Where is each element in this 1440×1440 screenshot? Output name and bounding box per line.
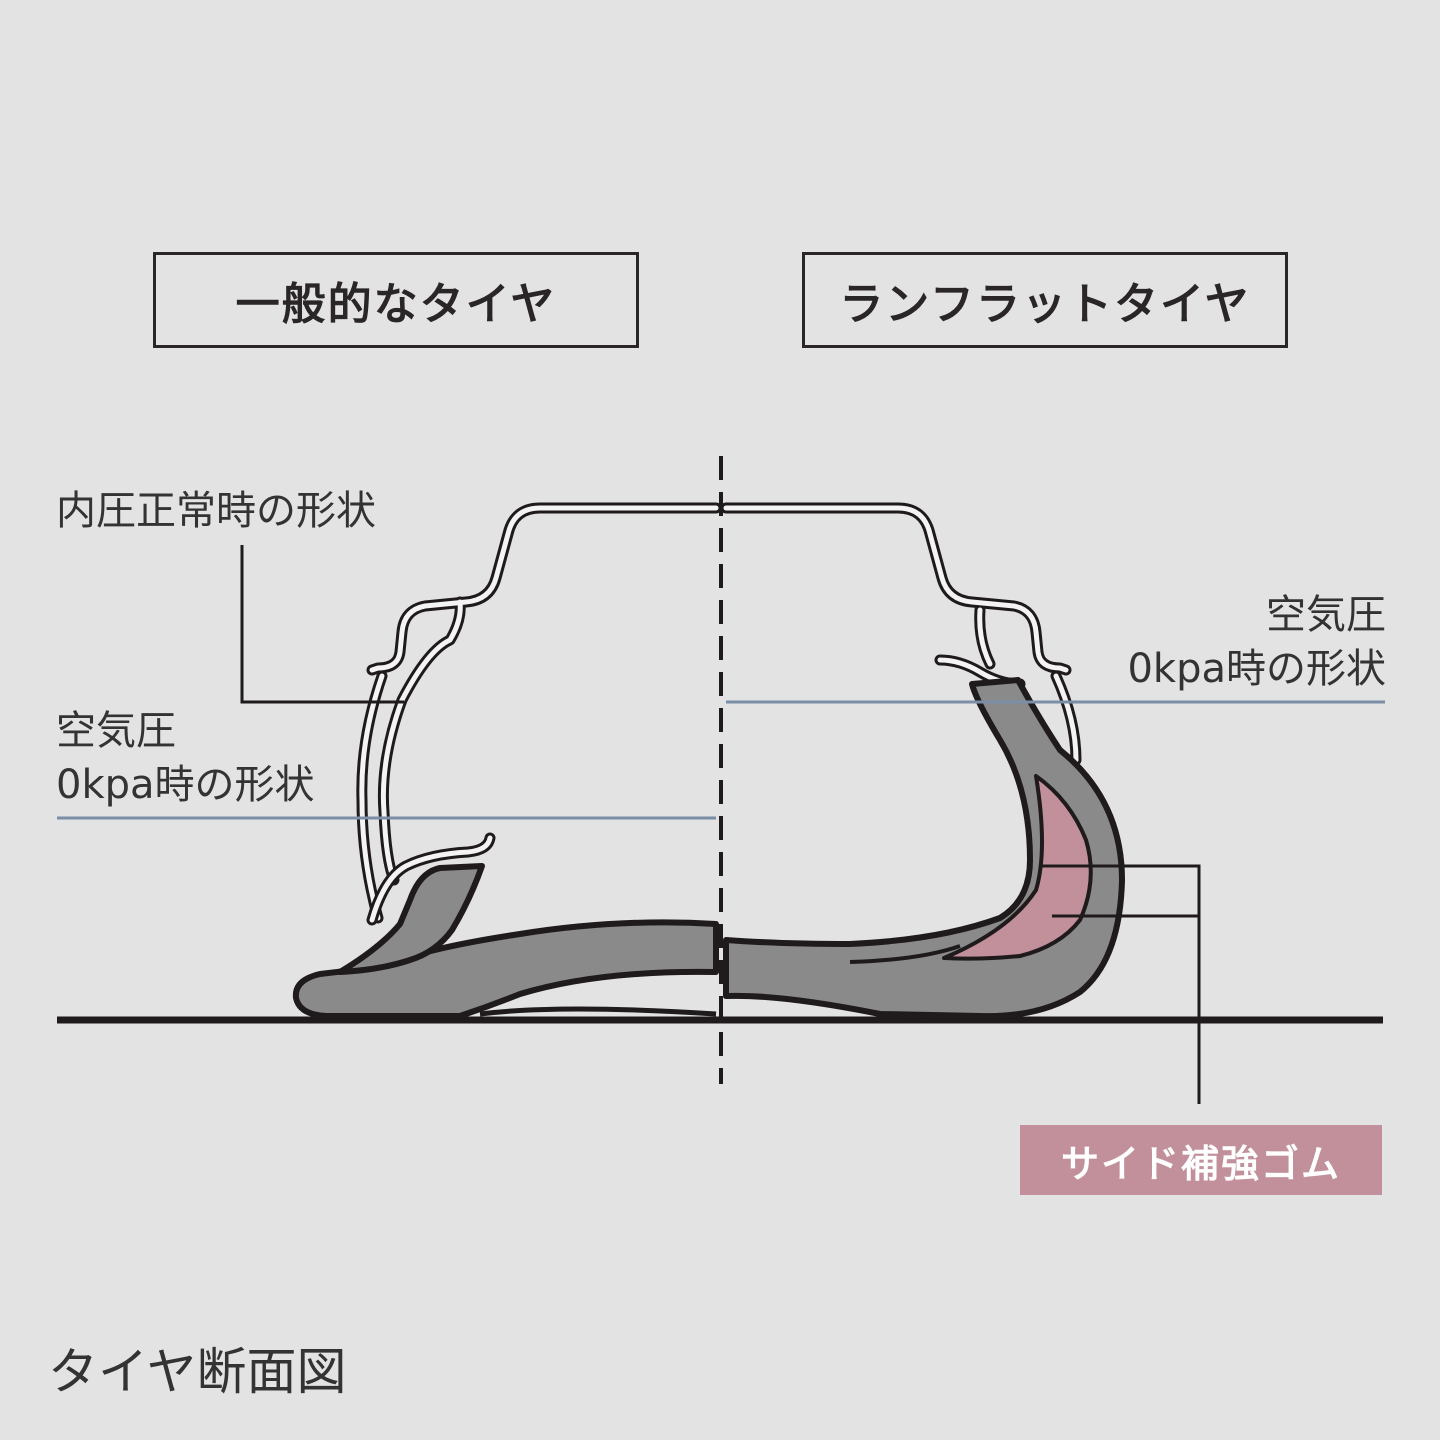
diagram-caption: タイヤ断面図 [48,1343,347,1401]
label-zero-right-line2: 0kpa時の形状 [1127,646,1386,692]
label-zero-right-line1: 空気圧 [1266,592,1386,638]
title-general-tire: 一般的なタイヤ [153,252,639,348]
label-zero-left-line1: 空気圧 [56,708,176,754]
side-reinforcement-rubber [942,774,1093,961]
left-normal-shape [356,502,722,924]
label-normal-pressure: 内圧正常時の形状 [56,488,376,534]
reinforcement-leader-top [1042,864,1201,1104]
leader-lines [57,545,1385,1104]
left-flat-tire [292,832,719,1019]
right-runflat-tire [723,677,1125,1020]
side-reinforcement-label: サイド補強ゴム [1020,1125,1382,1195]
label-zero-left-line2: 0kpa時の形状 [56,762,315,808]
normal-shape-leader [240,545,404,704]
title-runflat-tire: ランフラットタイヤ [802,252,1288,348]
label-zero-pressure-left: 空気圧 0kpa時の形状 [56,704,315,812]
label-zero-pressure-right: 空気圧 0kpa時の形状 [1127,588,1386,696]
